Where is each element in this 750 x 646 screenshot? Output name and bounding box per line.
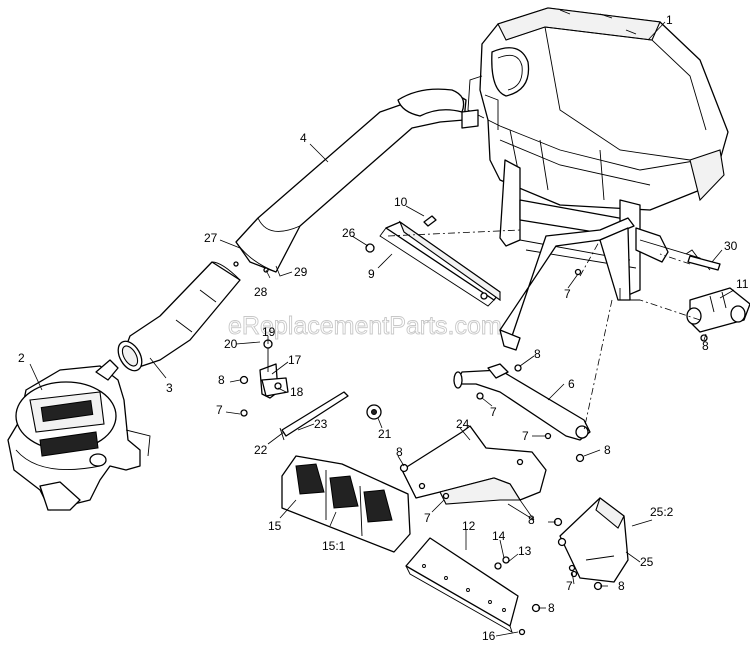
assembly-lines: [387, 229, 701, 431]
watermark: eReplacementParts.com: [228, 312, 502, 340]
callout-15: 15: [268, 519, 282, 533]
callout-8-e: 8: [396, 445, 403, 459]
callout-16: 16: [482, 629, 496, 643]
callout-7-b: 7: [216, 403, 223, 417]
plate-part: [405, 537, 519, 633]
tube-part: [686, 287, 750, 333]
callout-6: 6: [568, 377, 575, 391]
callout-17: 17: [288, 353, 302, 367]
callout-3: 3: [166, 381, 173, 395]
callout-8-g: 8: [548, 601, 555, 615]
shield-bracket-part: [401, 425, 547, 505]
callout-12: 12: [462, 519, 476, 533]
callout-20: 20: [224, 337, 238, 351]
callout-7-f: 7: [566, 579, 573, 593]
callout-23: 23: [314, 417, 328, 431]
latch-bracket-part: [239, 339, 289, 417]
callout-1: 1: [666, 13, 673, 27]
callout-26: 26: [342, 226, 356, 240]
blower-part: [7, 359, 151, 511]
hitch-arm-part: [499, 217, 640, 351]
callout-7-a: 7: [564, 287, 571, 301]
callout-8-c: 8: [534, 347, 541, 361]
callout-25-2: 25:2: [650, 505, 674, 519]
callout-21: 21: [378, 427, 392, 441]
hardware-group: [233, 215, 708, 636]
callout-22: 22: [254, 443, 268, 457]
callout-4: 4: [300, 131, 307, 145]
callout-24: 24: [456, 417, 470, 431]
callout-8-b: 8: [218, 373, 225, 387]
pin-part: [685, 249, 721, 271]
hopper-part: [467, 7, 729, 211]
callout-labels: 1 4 10 26 9 27 29 28 30 11 8 7 2 3 20 19…: [18, 13, 749, 643]
hitch-link-part: [453, 363, 591, 441]
callout-27: 27: [204, 231, 218, 245]
rod-part: [279, 391, 349, 441]
lower-hose-part: [117, 261, 241, 372]
callout-8-a: 8: [702, 339, 709, 353]
callout-8-d: 8: [604, 443, 611, 457]
bar-9-part: [379, 220, 501, 307]
callout-19: 19: [262, 325, 276, 339]
callout-30: 30: [724, 239, 738, 253]
callout-25: 25: [640, 555, 654, 569]
callout-7-e: 7: [424, 511, 431, 525]
callout-7-c: 7: [490, 405, 497, 419]
callout-13: 13: [518, 544, 532, 558]
decal-set-part: [281, 455, 411, 553]
lower-bracket-part: [559, 497, 629, 583]
callout-14: 14: [492, 529, 506, 543]
callout-10: 10: [394, 195, 408, 209]
upper-hose-part: [235, 88, 479, 273]
knob-part: [366, 404, 382, 420]
callout-29: 29: [294, 265, 308, 279]
callout-11: 11: [736, 277, 749, 291]
callout-18: 18: [290, 385, 304, 399]
callout-8-h: 8: [618, 579, 625, 593]
callout-8-f: 8: [528, 513, 535, 527]
callout-9: 9: [368, 267, 375, 281]
callout-2: 2: [18, 351, 25, 365]
callout-28: 28: [254, 285, 268, 299]
callout-15-1: 15:1: [322, 539, 346, 553]
callout-7-d: 7: [522, 429, 529, 443]
leader-lines: [29, 21, 735, 637]
